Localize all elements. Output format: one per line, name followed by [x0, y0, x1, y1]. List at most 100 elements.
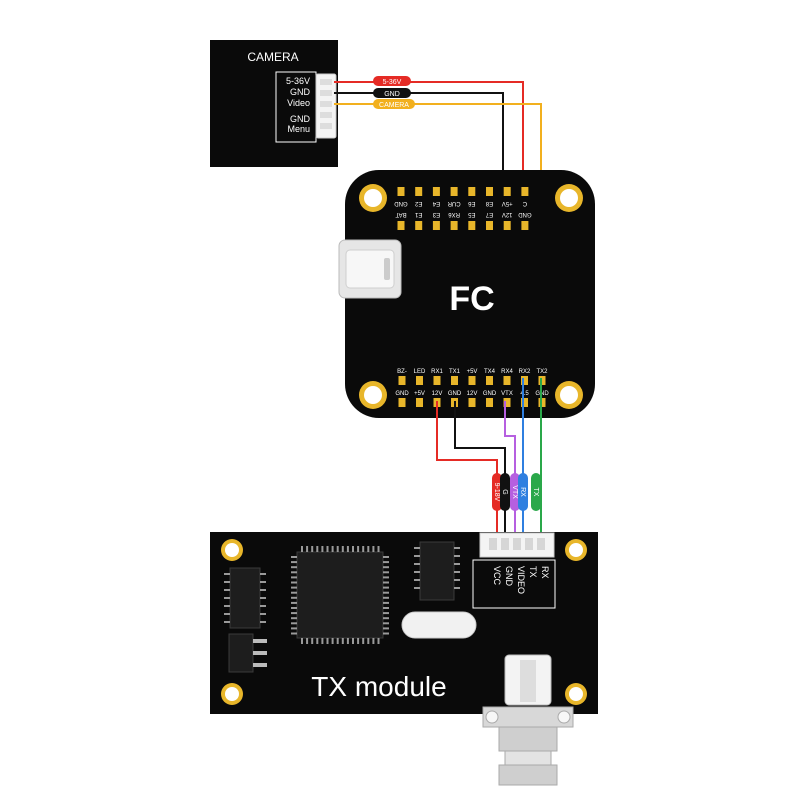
wire-tag-rx: RX — [518, 473, 528, 511]
fc-pad — [398, 376, 406, 385]
wire-tag-label: 5-36V — [383, 79, 402, 86]
fc-pad — [468, 376, 476, 385]
wire-tag-label: GND — [384, 91, 400, 98]
fc-pad-label: VTX — [501, 391, 513, 397]
wire-tag-label: G — [501, 489, 508, 494]
fc-pad-label: 12V — [502, 211, 513, 217]
tx-module-pin-label: RX — [540, 566, 550, 579]
fc-pad-label: GND — [394, 200, 408, 206]
fc-pad-label: E2 — [414, 200, 422, 206]
camera-title: CAMERA — [247, 50, 298, 64]
fc-pad-label: +5V — [467, 369, 478, 375]
fc-board: FC — [338, 170, 595, 418]
fc-pad-label: CUR — [447, 200, 461, 206]
fc-pad — [486, 398, 493, 407]
tx-module-pin-label: VIDEO — [516, 566, 526, 594]
fc-pad-label: E8 — [485, 200, 493, 206]
wire-tag-label: VTX — [511, 485, 518, 499]
fc-pad-label: GND — [535, 391, 549, 397]
wire-tag-label: CAMERA — [379, 102, 409, 109]
tx-module-pin-label: VCC — [492, 566, 502, 586]
fc-pad-label: 12V — [467, 391, 478, 397]
fc-pad-label: E5 — [467, 211, 475, 217]
wire-9-18v — [436, 401, 498, 532]
wire-tag-label: 9-18V — [493, 483, 500, 502]
camera-wires: 5-36V GND CAMERA — [334, 76, 542, 193]
wire-tag-camera — [373, 99, 415, 109]
wire-tag-g: G — [500, 473, 510, 511]
fc-pad-label: C — [522, 200, 527, 206]
fc-pad-label: GND — [483, 391, 497, 397]
fc-pad — [503, 187, 511, 196]
chip-right — [414, 541, 460, 601]
fc-pad-label: RX4 — [501, 369, 513, 375]
fc-pad-label: RX2 — [519, 369, 531, 375]
fc-pad-label: 12V — [432, 391, 443, 397]
fc-pad — [468, 398, 476, 407]
fc-pad-label: RX6 — [448, 211, 460, 217]
fc-pad-label: LED — [414, 369, 426, 375]
fc-pad — [416, 376, 423, 385]
wire-tag-5-36v — [373, 76, 411, 86]
fc-pad-label: E4 — [432, 200, 440, 206]
tx-module-pin-label: TX — [528, 566, 538, 578]
wire-tag-label: TX — [532, 488, 539, 497]
camera-pin-label: GND — [290, 114, 311, 124]
wire-tag-9-18v: 9-18V — [492, 473, 502, 511]
voltage-regulator — [228, 633, 267, 673]
fc-pad — [432, 221, 440, 230]
fc-pad — [486, 187, 493, 196]
fc-pad — [398, 398, 406, 407]
wire-tag-gnd — [373, 88, 411, 98]
fc-pad-label: RX1 — [431, 369, 443, 375]
fc-pad — [521, 221, 529, 230]
camera-board: CAMERA 5-36V GND Video GND Menu — [210, 40, 338, 167]
fc-pad-label: BZ- — [397, 369, 407, 375]
fc-pad-label: E6 — [467, 200, 475, 206]
fc-pad-label: BAT — [395, 211, 407, 217]
fc-pad — [468, 221, 476, 230]
fc-pad — [486, 376, 493, 385]
wire-vtx — [504, 401, 516, 532]
fc-pad-label: GND — [395, 391, 409, 397]
fc-pad-label: TX2 — [536, 369, 548, 375]
vtx-wires: 9-18V G VTX RX TX — [436, 378, 542, 532]
antenna-connector — [482, 654, 574, 786]
fc-pad-label: +5V — [502, 200, 513, 206]
fc-pad — [415, 187, 423, 196]
fc-pad-label: E3 — [432, 211, 440, 217]
tx-module-title: TX module — [311, 671, 446, 702]
fc-pad — [397, 187, 405, 196]
fc-pad — [486, 221, 493, 230]
camera-pin-label: 5-36V — [286, 76, 310, 86]
fc-pad — [503, 221, 511, 230]
fc-pad-label: E1 — [414, 211, 422, 217]
fc-pad — [521, 398, 528, 407]
fc-pad — [450, 221, 458, 230]
fc-pad-label: GND — [448, 391, 462, 397]
fc-pad — [416, 398, 423, 407]
fc-pad — [450, 187, 458, 196]
camera-pin-label: Video — [287, 98, 310, 108]
fc-pad — [521, 376, 528, 385]
fc-pad — [415, 221, 423, 230]
tx-module-pin-label-box — [472, 559, 556, 609]
fc-pad — [397, 221, 405, 230]
wire-tag-tx: TX — [531, 473, 541, 511]
camera-pin-label: Menu — [287, 124, 310, 134]
fc-pad-label: GND — [518, 211, 532, 217]
camera-pin-label: GND — [290, 87, 311, 97]
fc-pad — [451, 376, 458, 385]
wire-tag-label: RX — [519, 487, 526, 497]
fc-pad-label: TX4 — [484, 369, 496, 375]
tx-module-pin-label: GND — [504, 566, 514, 587]
fc-title: FC — [449, 280, 494, 318]
fc-pad-label: TX1 — [449, 369, 461, 375]
fc-pad — [503, 376, 511, 385]
main-chip — [291, 546, 389, 644]
fc-pad-label: E7 — [485, 211, 493, 217]
chip-left — [224, 567, 266, 629]
fc-pad — [433, 376, 441, 385]
